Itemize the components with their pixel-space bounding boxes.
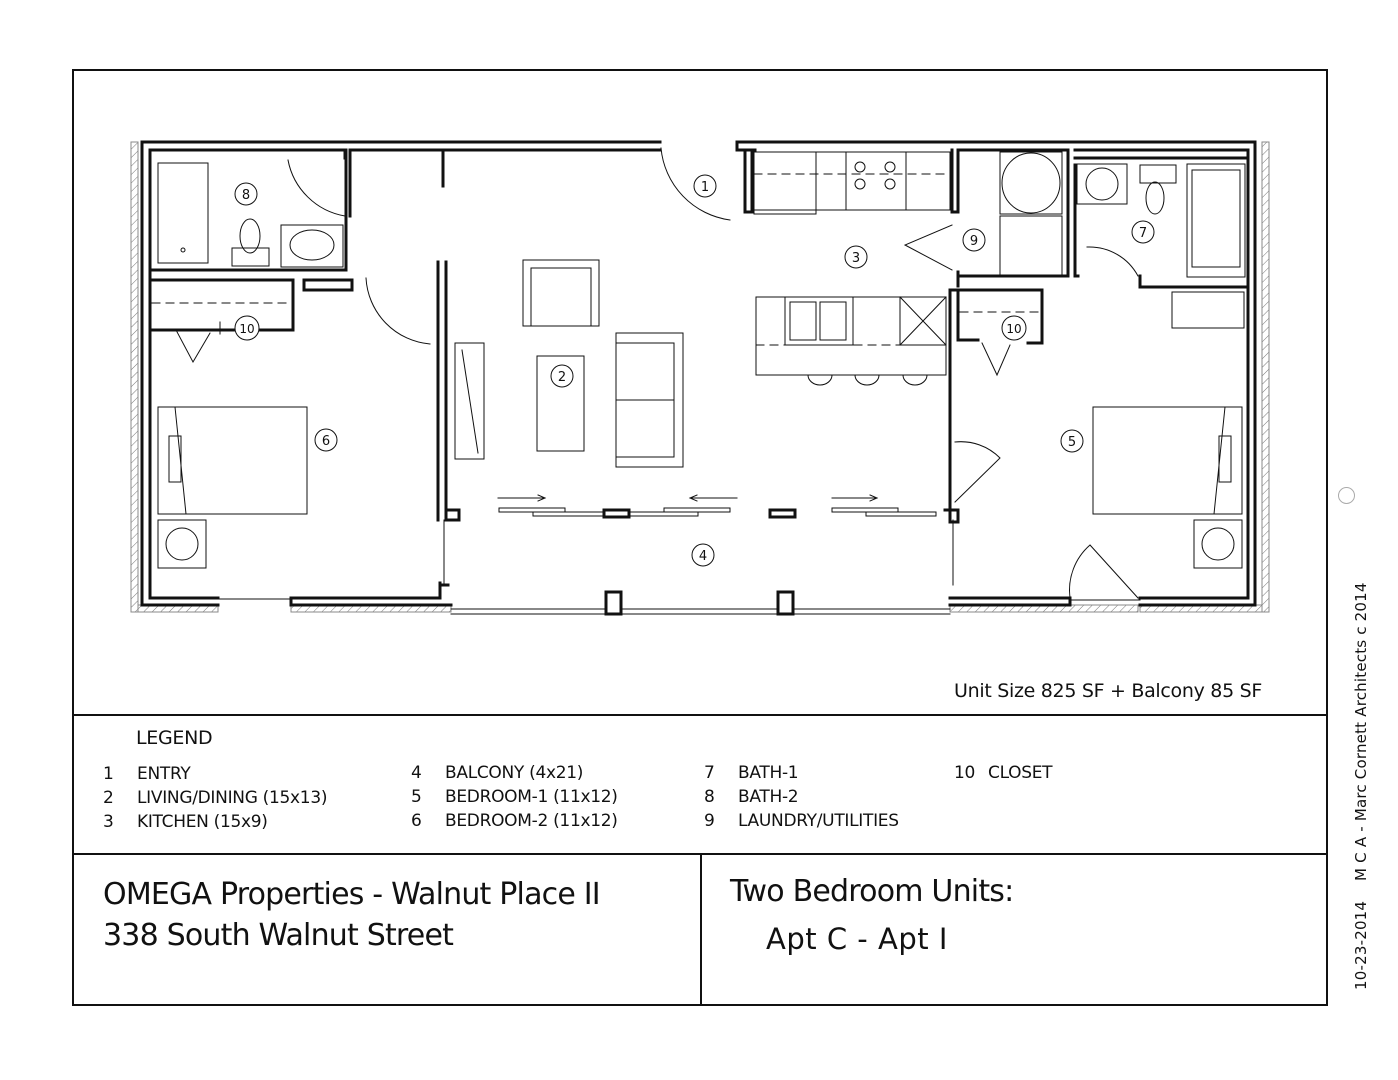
svg-text:1: 1 (701, 180, 709, 195)
svg-text:10: 10 (1006, 322, 1021, 336)
svg-text:9: 9 (970, 234, 978, 249)
svg-text:5: 5 (1068, 435, 1076, 450)
svg-text:4: 4 (699, 549, 707, 564)
svg-text:7: 7 (1139, 226, 1147, 241)
legend-title: LEGEND (136, 727, 213, 749)
architect-credit: 10-23-2014 M C A - Marc Cornett Architec… (1352, 582, 1370, 990)
unit-size-label: Unit Size 825 SF + Balcony 85 SF (954, 680, 1263, 702)
firm-name: M C A - Marc Cornett Architects c 2014 (1352, 582, 1370, 881)
drawing-date: 10-23-2014 (1352, 900, 1370, 990)
apartment-list: Apt C - Apt I (766, 922, 948, 956)
room-tag-laundry: 9 (962, 228, 986, 252)
project-info: OMEGA Properties - Walnut Place II 338 S… (103, 874, 601, 956)
room-tag-living: 2 (550, 364, 574, 388)
svg-text:3: 3 (852, 251, 860, 266)
project-name: OMEGA Properties - Walnut Place II (103, 877, 601, 912)
room-tag-entry: 1 (693, 174, 717, 198)
project-address: 338 South Walnut Street (103, 918, 454, 953)
room-tag-kitchen: 3 (844, 245, 868, 269)
unit-type: Two Bedroom Units: (730, 874, 1014, 909)
room-tag-balcony: 4 (691, 543, 715, 567)
title-block-vertical-divider (700, 853, 702, 1006)
binder-hole-icon (1338, 487, 1355, 504)
legend-divider (72, 714, 1328, 716)
svg-text:10: 10 (239, 322, 254, 336)
room-tag-closet-left: 10 (234, 315, 260, 341)
room-tag-bedroom2: 6 (314, 428, 338, 452)
svg-text:6: 6 (322, 434, 330, 449)
room-tag-bedroom1: 5 (1060, 429, 1084, 453)
svg-text:8: 8 (242, 188, 250, 203)
room-tag-closet-right: 10 (1001, 315, 1027, 341)
svg-text:2: 2 (558, 370, 566, 385)
room-tag-bath2: 8 (234, 182, 258, 206)
room-tag-bath1: 7 (1131, 220, 1155, 244)
